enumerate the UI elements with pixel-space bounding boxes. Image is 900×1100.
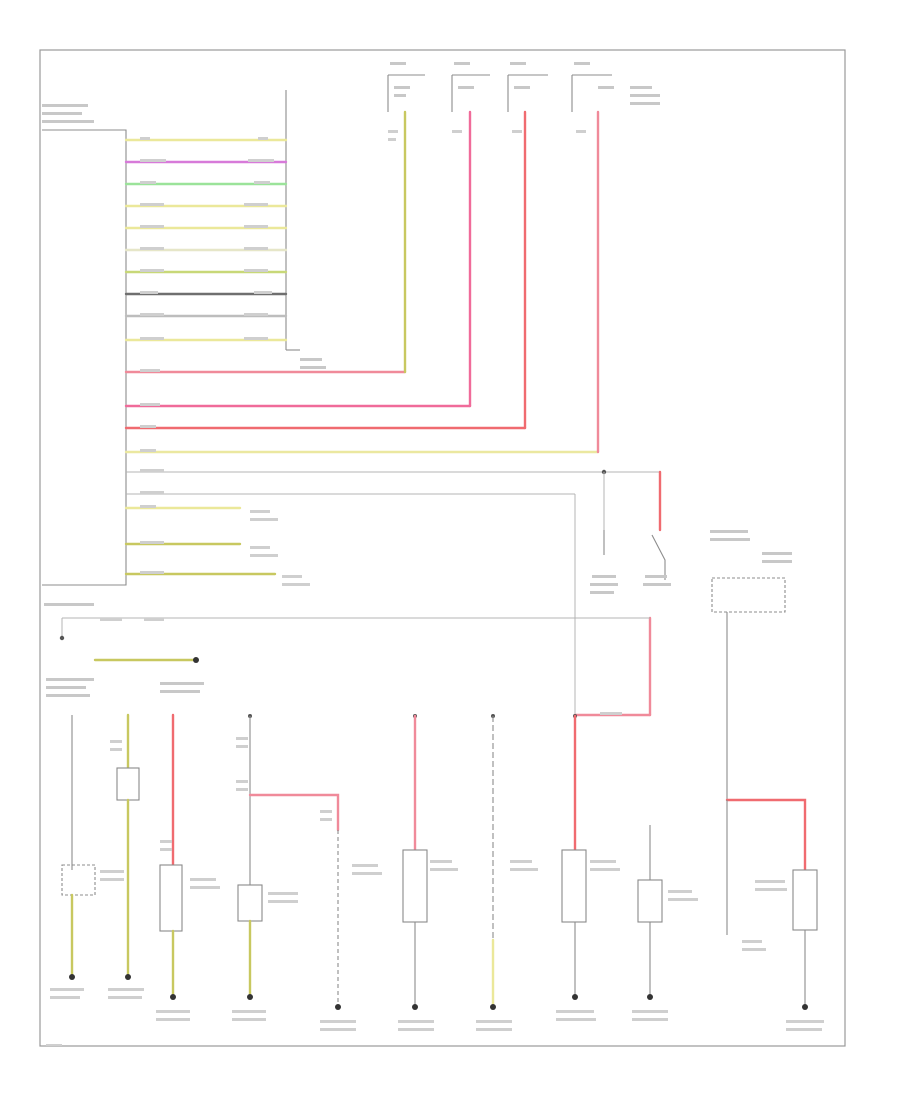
right-control-module: [710, 530, 807, 872]
diagram-frame: [39, 49, 846, 1047]
main-control-module: [42, 104, 127, 586]
lamp-column-4: [335, 830, 341, 1010]
lamp-column-1: [61, 713, 140, 980]
upper-connector: [285, 90, 326, 369]
lamp-column-2: [159, 713, 183, 1000]
right-upper-circuit: [574, 469, 671, 715]
lamp-column-8: [637, 825, 663, 1000]
ground-strip: [46, 657, 204, 697]
fuse-block-3: [507, 62, 548, 112]
fuse-block-1: [387, 62, 425, 112]
fuse-block-2: [451, 62, 490, 112]
fuse-block-4: [571, 62, 660, 112]
lamp-column-6: [490, 714, 496, 1010]
lamp-column-7: [561, 714, 587, 1000]
fuse-feed-wires: [403, 110, 600, 454]
module-wires: [124, 138, 660, 576]
label-placeholders: [46, 130, 824, 1046]
lamp-column-5: [402, 714, 428, 1010]
lamp-column-9: [726, 800, 818, 1010]
lamp-column-3: [237, 714, 340, 1000]
